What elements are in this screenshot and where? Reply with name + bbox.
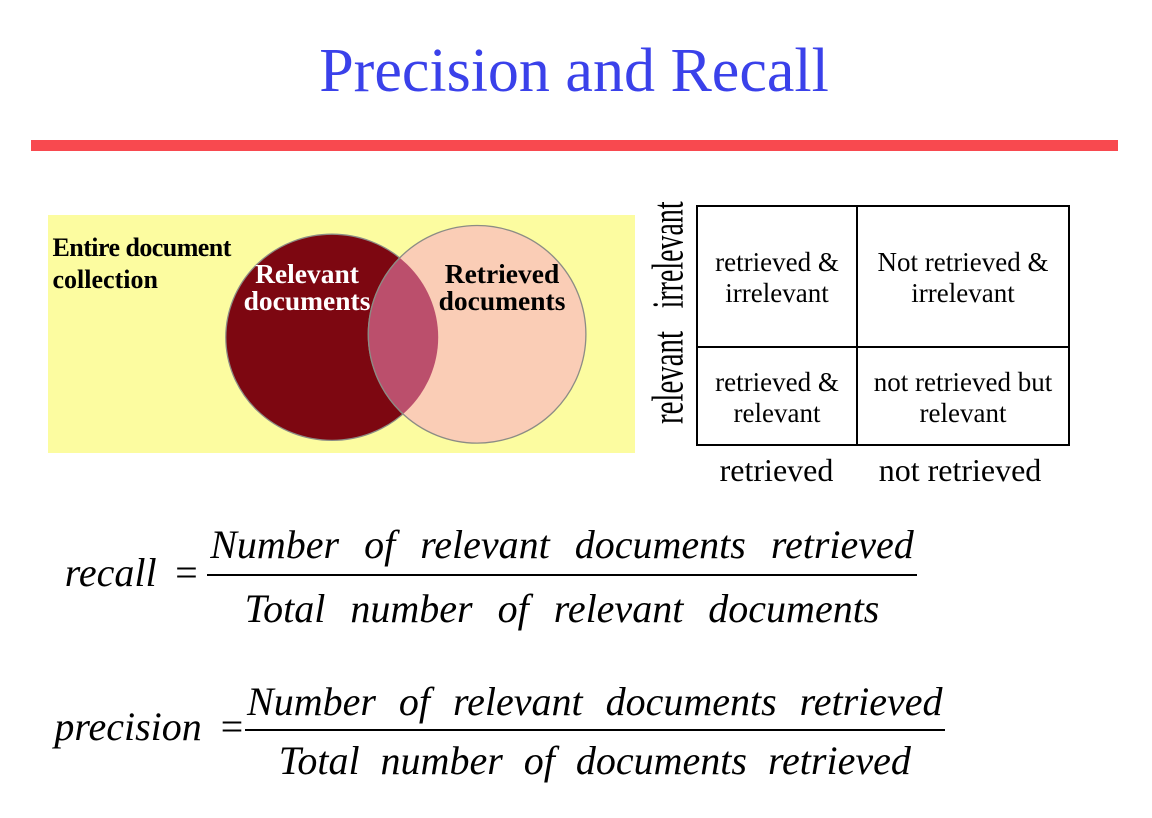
svg-text:relevant: relevant — [644, 331, 693, 424]
svg-text:irrelevant: irrelevant — [644, 201, 693, 308]
